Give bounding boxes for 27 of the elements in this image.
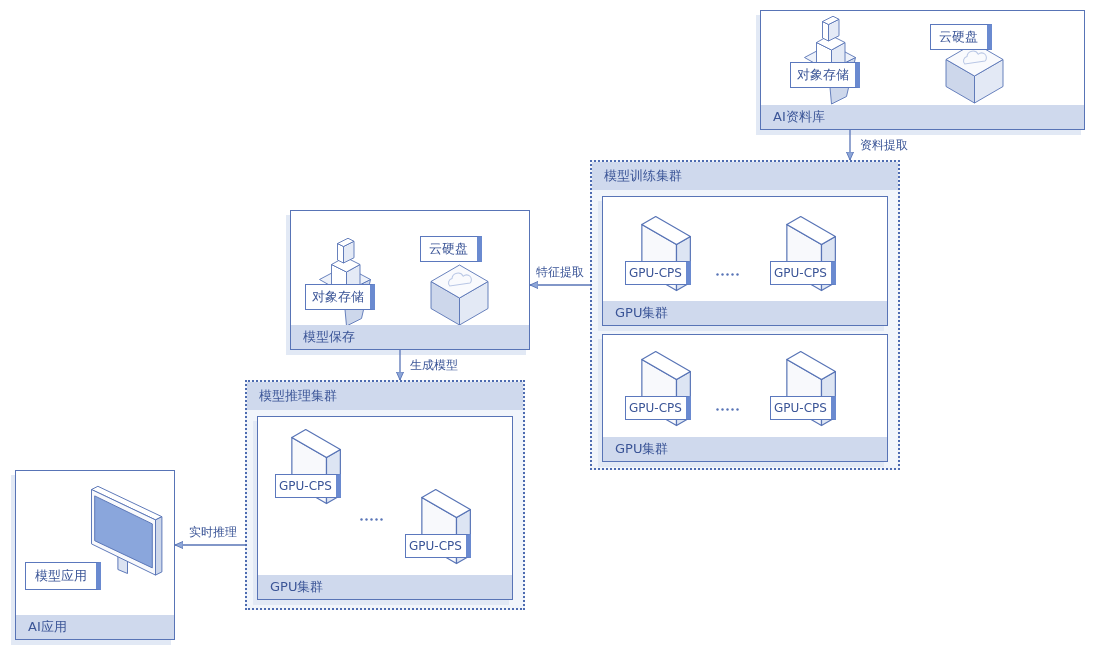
label-card: GPU-CPS	[769, 395, 836, 420]
label-band: 模型训练集群	[592, 162, 898, 190]
label-card: 模型应用	[24, 561, 101, 590]
label-card: GPU-CPS	[624, 395, 691, 420]
label-card: 云硬盘	[419, 235, 482, 262]
label-band: 模型保存	[291, 325, 529, 349]
arrow	[174, 540, 246, 550]
arrow	[529, 280, 591, 290]
edge-label: 资料提取	[858, 138, 910, 153]
edge-label: 生成模型	[408, 358, 460, 373]
edge-label: 特征提取	[534, 265, 586, 280]
label-card: GPU-CPS	[624, 260, 691, 285]
label-band: GPU集群	[258, 575, 512, 599]
label-band: AI资料库	[761, 105, 1084, 129]
label-band: GPU集群	[603, 301, 887, 325]
label-card: GPU-CPS	[404, 533, 471, 558]
arrow	[845, 129, 855, 161]
cluster-zone	[245, 380, 525, 610]
edge-label: 实时推理	[187, 525, 239, 540]
label-band: AI应用	[16, 615, 174, 639]
cluster-zone	[590, 160, 900, 470]
arrow	[395, 349, 405, 381]
label-band: 模型推理集群	[247, 382, 523, 410]
label-band: GPU集群	[603, 437, 887, 461]
label-card: 云硬盘	[929, 23, 992, 50]
label-card: GPU-CPS	[769, 260, 836, 285]
label-card: GPU-CPS	[274, 473, 341, 498]
